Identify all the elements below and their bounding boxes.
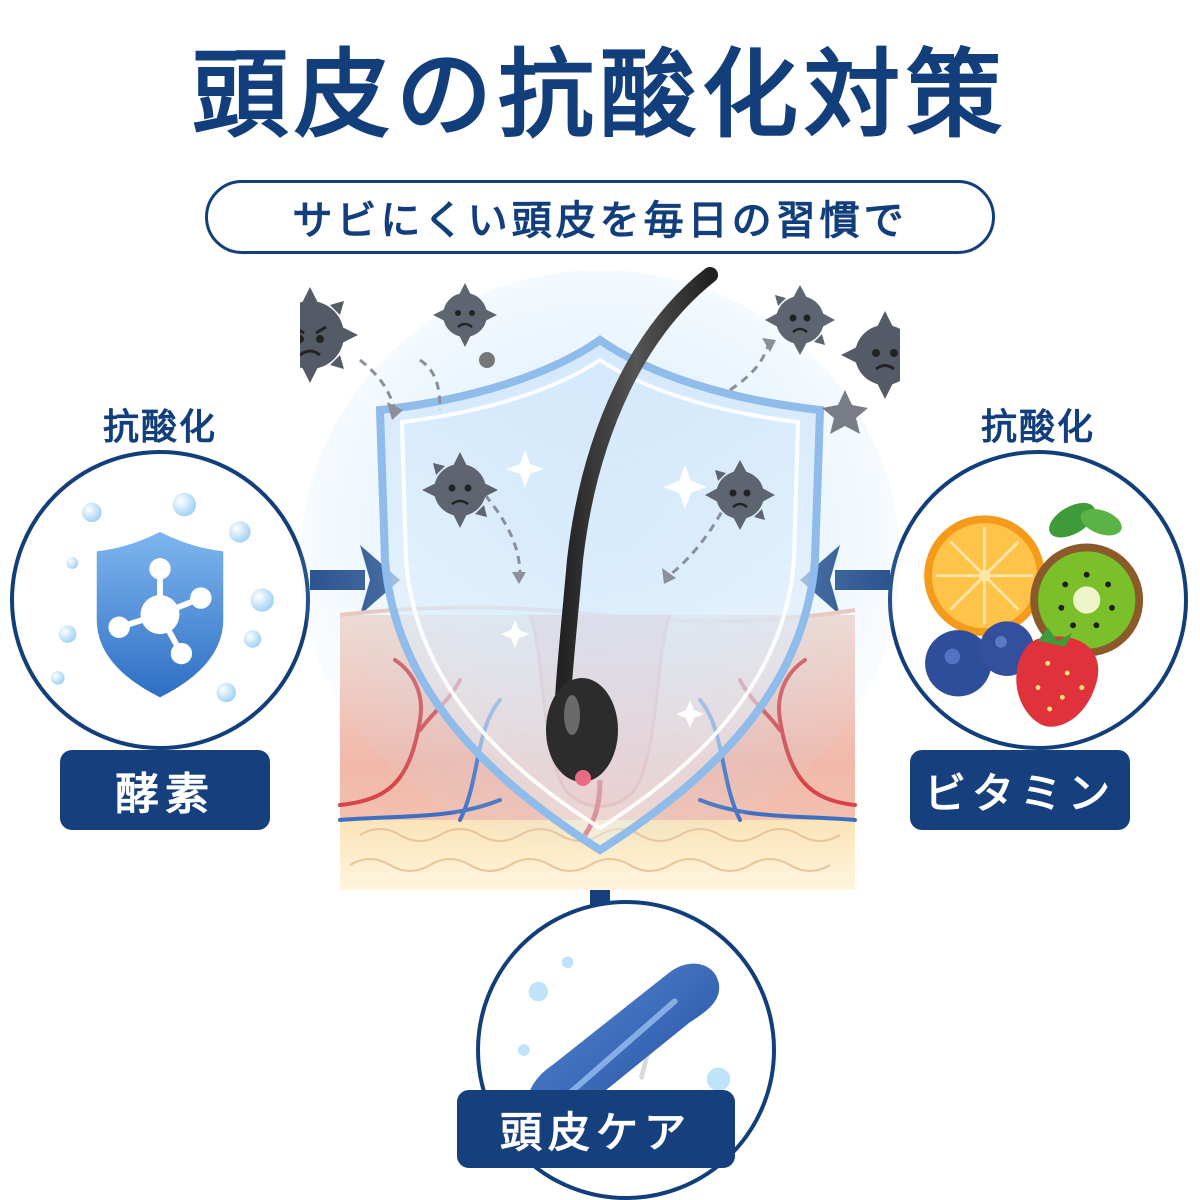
free-radical-icon	[300, 283, 900, 530]
scalp-shield-illustration	[300, 267, 900, 890]
enzyme-badge: 酵素	[60, 750, 270, 830]
vitamin-badge: ビタミン	[910, 750, 1130, 830]
molecule-shield-icon	[50, 492, 274, 703]
enzyme-circle	[10, 450, 310, 750]
scalp-care-badge: 頭皮ケア	[457, 1090, 735, 1168]
central-illustration	[300, 260, 900, 900]
left-caption: 抗酸化	[102, 407, 217, 448]
vitamin-circle	[888, 450, 1188, 750]
page-title: 頭皮の抗酸化対策	[192, 39, 1008, 151]
right-caption: 抗酸化	[980, 407, 1095, 448]
fruits-icon	[924, 502, 1144, 727]
subtitle-text: サビにくい頭皮を毎日の習慣で	[292, 198, 908, 244]
subtitle-pill: サビにくい頭皮を毎日の習慣で	[205, 180, 995, 254]
